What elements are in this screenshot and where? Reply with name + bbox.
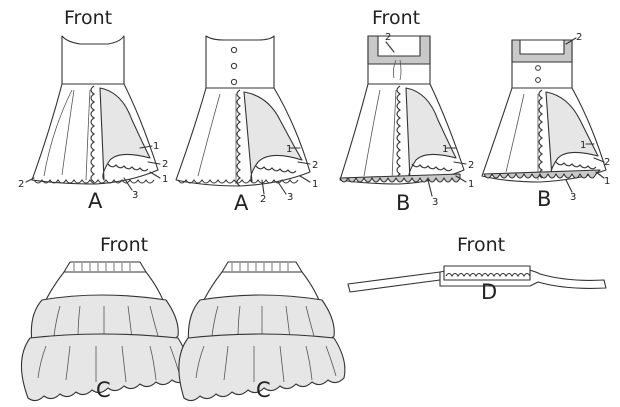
dress-view-b-front <box>339 35 467 197</box>
callout: 1 <box>468 179 474 190</box>
front-label-b: Front <box>372 7 420 29</box>
view-letter-a-back: A <box>234 191 249 215</box>
callout: 2 <box>385 32 391 43</box>
callout: 2 <box>162 159 168 170</box>
callout: 1 <box>286 144 292 155</box>
callout: 2 <box>604 157 610 168</box>
apron-view-d <box>347 265 607 293</box>
dress-view-b-back <box>481 37 607 193</box>
callout: 2 <box>260 194 266 205</box>
callout: 3 <box>570 192 576 203</box>
front-label-d: Front <box>457 234 505 256</box>
view-letter-c-front: C <box>96 378 111 402</box>
callout: 1 <box>580 140 586 151</box>
dress-view-a-front <box>25 35 161 191</box>
callout: 3 <box>432 197 438 208</box>
view-letter-b-front: B <box>396 191 410 215</box>
skirt-view-c-back <box>178 261 346 402</box>
callout: 1 <box>153 141 159 152</box>
callout: 2 <box>576 32 582 43</box>
callout: 2 <box>468 160 474 171</box>
view-letter-a-front: A <box>88 189 103 213</box>
skirt-view-c-front <box>20 261 190 402</box>
callout: 2 <box>312 160 318 171</box>
view-letter-d: D <box>481 280 497 304</box>
callout: 3 <box>287 192 293 203</box>
callout: 1 <box>162 174 168 185</box>
callout: 1 <box>312 179 318 190</box>
callout: 1 <box>442 144 448 155</box>
callout: 2 <box>18 179 24 190</box>
callout: 3 <box>132 190 138 201</box>
callout: 1 <box>604 176 610 187</box>
view-letter-c-back: C <box>256 378 271 402</box>
view-letter-b-back: B <box>537 187 551 211</box>
front-label-c: Front <box>100 234 148 256</box>
dress-view-a-back <box>175 35 311 195</box>
front-label-a: Front <box>64 7 112 29</box>
